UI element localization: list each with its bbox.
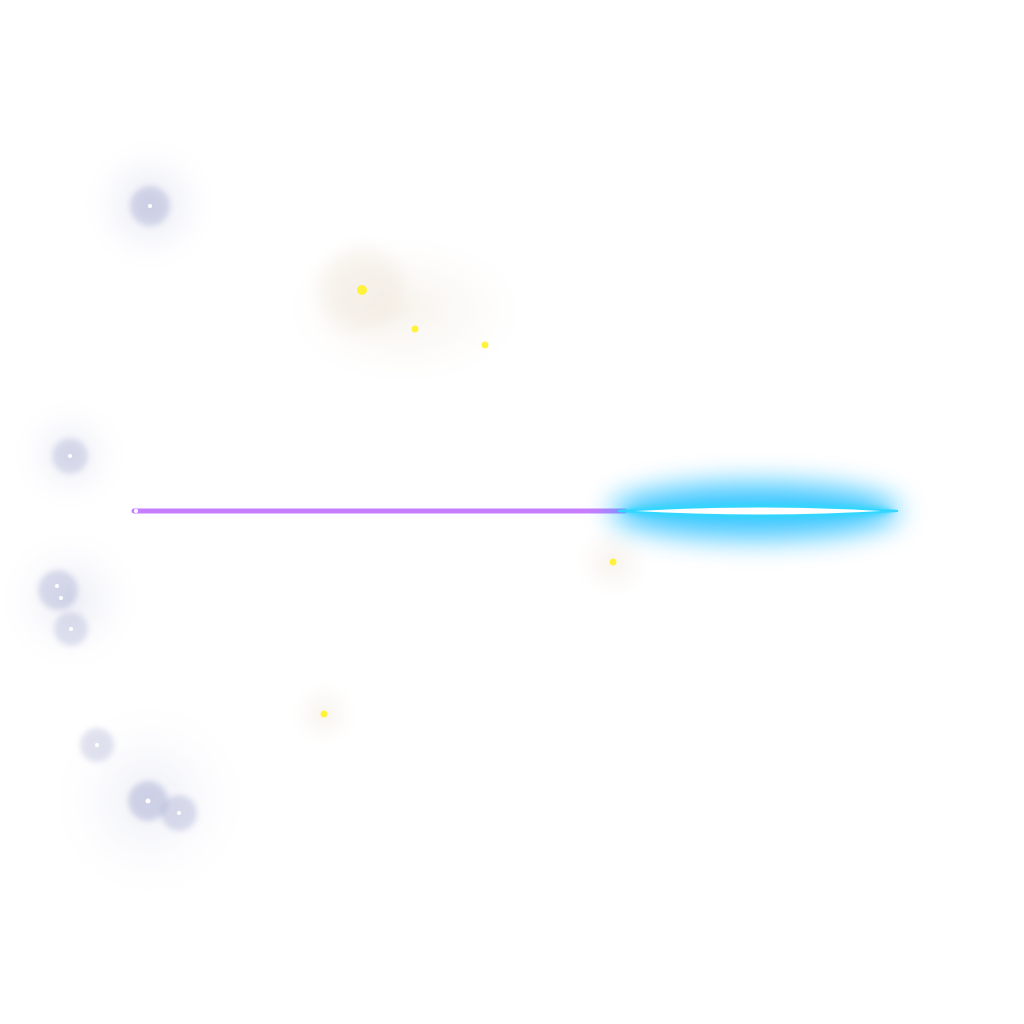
yellow-orb	[357, 285, 367, 295]
yellow-orb-cluster	[285, 235, 651, 748]
lavender-orb-core	[59, 596, 63, 600]
lavender-orb	[38, 570, 78, 610]
lavender-orb-core	[145, 798, 151, 804]
yellow-orb	[481, 341, 489, 349]
beam-head	[617, 505, 899, 517]
lavender-orb-core	[177, 811, 181, 815]
yellow-orb	[609, 558, 617, 566]
lavender-orb-cluster	[0, 137, 250, 900]
lavender-orb-core	[69, 627, 73, 631]
lavender-orb-core	[148, 204, 152, 208]
beam-origin	[134, 509, 138, 513]
lavender-orb-core	[95, 743, 99, 747]
yellow-orb-halo	[285, 235, 525, 385]
yellow-orb	[320, 710, 328, 718]
yellow-orb	[411, 325, 419, 333]
laser-beam	[131, 483, 900, 539]
lavender-orb-core	[55, 584, 59, 588]
lavender-orb-core	[68, 454, 72, 458]
